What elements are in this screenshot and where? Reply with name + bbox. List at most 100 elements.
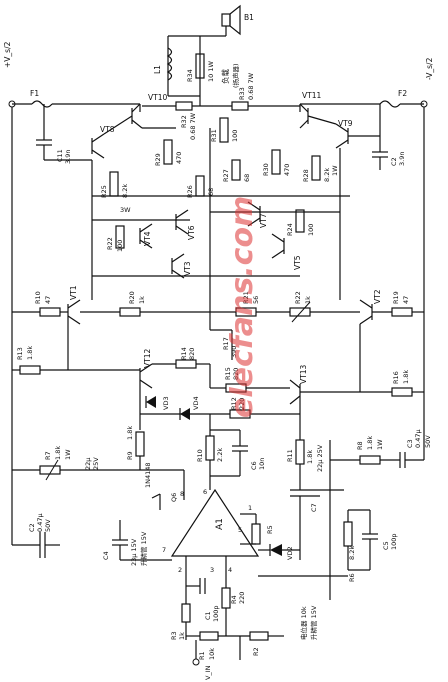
opamp-pin4: 4 (228, 566, 232, 574)
r25-label: R25 (100, 185, 108, 198)
c3-volt: 50V (424, 435, 432, 448)
r25-watt: 3W (120, 206, 131, 214)
speaker-section: B1 L1 R34 10 1W 负载 (扬声器) (153, 4, 254, 106)
r34-label: R34 (186, 69, 194, 82)
r7-value: 1.8k (54, 446, 62, 460)
r24-value: 100 (307, 224, 315, 236)
r15-value: 820 (232, 368, 240, 380)
r16-label: R16 (392, 371, 400, 384)
r12-value: 220 (238, 398, 246, 410)
c3-label: C3 (406, 439, 414, 448)
r17-value: 390 (230, 346, 238, 358)
r16-value: 1.8k (402, 370, 410, 384)
c5-label: C5 (382, 541, 390, 550)
r9-value: 1.8k (126, 426, 134, 440)
c4-note: 23μ 15V (130, 538, 138, 566)
c3-value: 0.47μ (414, 429, 422, 448)
opamp-ref: A1 (215, 518, 225, 530)
opamp-pin5: 5 (238, 526, 242, 534)
r12-label: R12 (230, 397, 238, 410)
r21-label: R21 (242, 291, 250, 304)
c4-label: C4 (102, 551, 110, 560)
r32-label: R32 (180, 115, 188, 128)
l1-label: L1 (153, 65, 162, 74)
c1-value: 100p (212, 605, 220, 622)
q6-label: Q6 (170, 493, 178, 502)
vt5-label: VT5 (293, 255, 302, 270)
vt6-label: VT6 (187, 225, 196, 240)
r32-value: 0.68 7W (189, 112, 197, 140)
r14-value: 820 (188, 348, 196, 360)
c2l-volt: 50V (44, 519, 52, 532)
predriver-row: R10 47 VT1 R20 1k R21 56 R22 1k VT2 R19 … (12, 285, 424, 360)
compensation-caps: C11 3.9n C2 3.9n (36, 104, 406, 170)
r22-value: 100 (116, 240, 124, 252)
c5-value: 100p (390, 533, 398, 550)
r10b-label: R10 (196, 449, 204, 462)
opamp-pin7: 7 (162, 546, 166, 554)
bottom-input: C1 100p R4 220 R3 1k R1 10k R2 V_IN (170, 556, 284, 680)
r31-label: R31 (210, 129, 218, 142)
r8-watt: 1W (376, 439, 384, 450)
opamp-pin6: 6 (203, 488, 207, 496)
r24-label: R24 (286, 223, 294, 236)
r8-label: R8 (356, 441, 364, 450)
opamp-pin2: 2 (178, 566, 182, 574)
r20-label: R20 (128, 291, 136, 304)
r5-label: R5 (266, 525, 274, 534)
r21-value: 56 (252, 296, 260, 304)
c6-label: C6 (250, 461, 258, 470)
input-network: R7 1.8k 1W 22μ 25V C2 0.47μ 50V C4 23μ 1… (12, 446, 172, 566)
output-stage: VT10 R32 0.68 7W R33 0.68 7W VT11 VT8 VT… (91, 72, 381, 159)
c11-label: C11 (56, 149, 64, 162)
r3-label: R3 (170, 631, 178, 640)
r1-label: R1 (198, 651, 206, 660)
vt8-label: VT8 (100, 125, 115, 134)
c2l-value: 0.47μ (36, 513, 44, 532)
c2r-value: 3.9n (398, 152, 406, 166)
r3-value: 1k (178, 632, 186, 640)
c1-label: C1 (204, 611, 212, 620)
opamp-pin1: 1 (248, 504, 252, 512)
vt11-label: VT11 (302, 91, 321, 100)
speaker-label: B1 (244, 13, 254, 22)
c4-volt: 25V (92, 457, 100, 470)
driver-block: R29 470 R31 100 R30 470 R25 8.2k 3W R26 … (91, 117, 350, 330)
r4-value: 220 (238, 592, 246, 604)
rail-neg-label: -V_s/2 (425, 57, 434, 80)
r9-label: R9 (126, 451, 134, 460)
r6-label: R6 (348, 573, 356, 582)
r13-value: 1.8k (26, 346, 34, 360)
r27-value: 68 (243, 174, 251, 182)
r19-value: 47 (402, 296, 410, 304)
r26-value: 68 (207, 188, 215, 196)
r33-label: R33 (238, 87, 246, 100)
feedback-network: R8 1.8k 1W C3 0.47μ 50V (330, 429, 432, 468)
c7-value: 22μ 25V (316, 444, 324, 472)
r8-value: 1.8k (366, 436, 374, 450)
r2-label: R2 (252, 647, 260, 656)
r29-value: 470 (175, 152, 183, 164)
watermark: elecfans.com (225, 196, 260, 418)
r7-label: R7 (44, 451, 52, 460)
vd4-label: VD4 (192, 396, 200, 410)
rail-pos-label: +V_s/2 (3, 41, 12, 68)
vt12-label: VT12 (143, 349, 152, 368)
vt9-label: VT9 (338, 119, 353, 128)
c2l-label: C2 (28, 523, 36, 532)
r25-value: 8.2k (121, 184, 129, 198)
opamp-pin3: 3 (210, 566, 214, 574)
c4-value: 22μ (84, 458, 92, 470)
r13-label: R13 (16, 347, 24, 360)
vd3-label: VD3 (162, 396, 170, 410)
vd2-label: VD2 (286, 546, 294, 560)
r22b-label: R22 (294, 291, 302, 304)
c6-value: 10n (258, 458, 266, 470)
r34-value: 10 1W (207, 61, 215, 82)
vt2-label: VT2 (373, 289, 382, 304)
vt4-label: VT4 (143, 231, 152, 246)
note-trim: 电位器 10k (299, 606, 308, 640)
opamp-section: R9 1.8k 1N4148 R10 2.2k C6 10n A1 6 7 8 … (126, 414, 398, 640)
c11-value: 3.9n (64, 150, 72, 164)
vt3-label: VT3 (183, 261, 192, 276)
